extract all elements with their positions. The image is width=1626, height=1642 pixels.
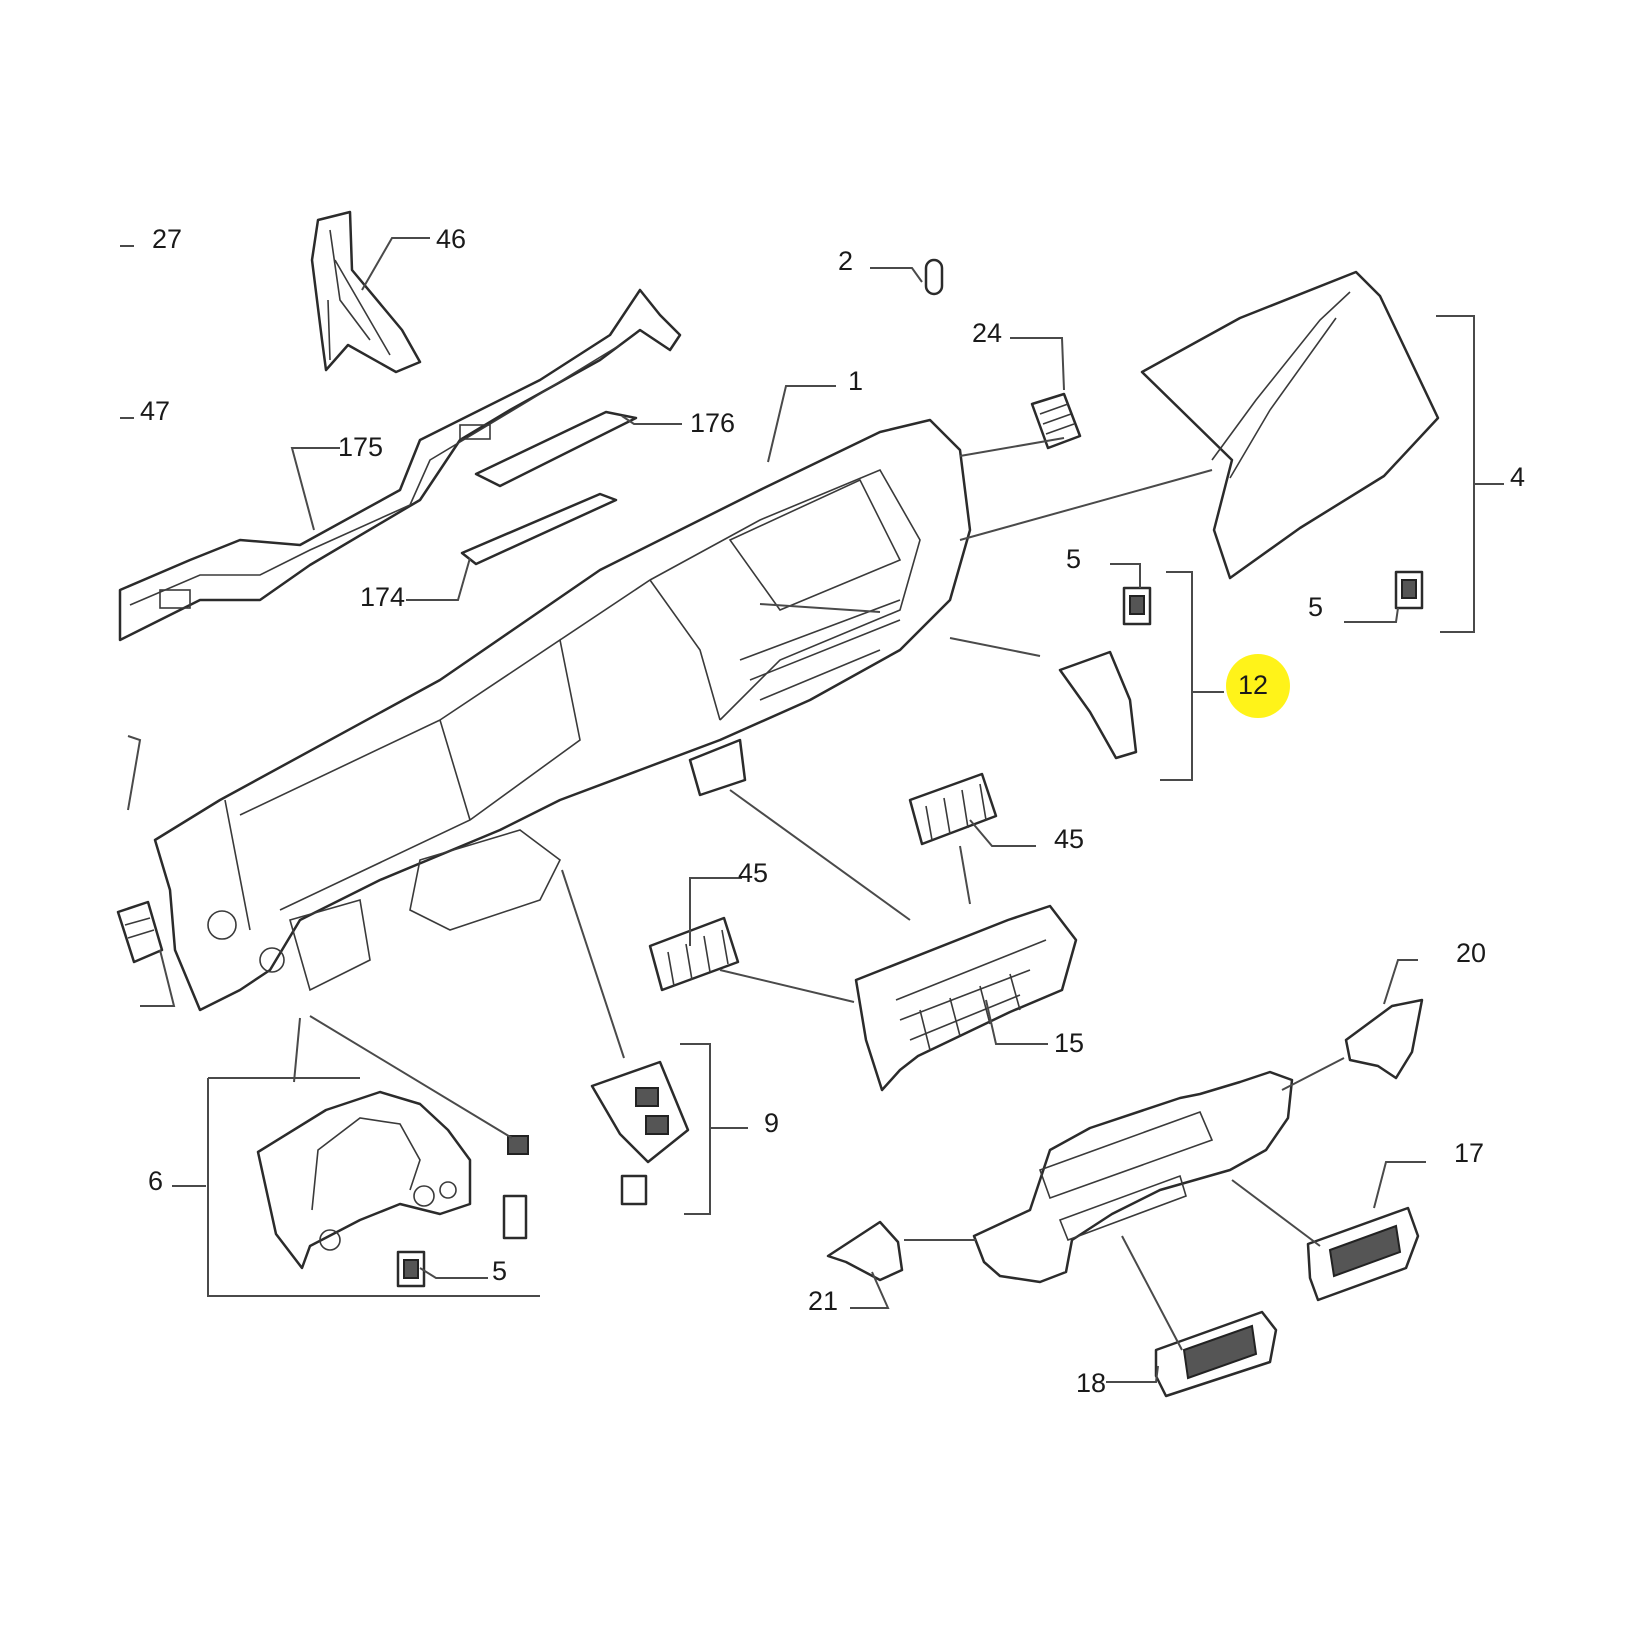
part-20-trim xyxy=(1344,998,1424,1080)
leader-lines xyxy=(120,237,1504,1383)
callout-5-top: 5 xyxy=(1066,544,1081,574)
callout-1: 1 xyxy=(848,366,863,396)
part-45-switch-pack-left xyxy=(648,916,740,992)
callout-18: 18 xyxy=(1076,1368,1106,1398)
callout-175: 175 xyxy=(338,432,383,462)
callout-21: 21 xyxy=(808,1286,838,1316)
callout-15: 15 xyxy=(1054,1028,1084,1058)
callout-5-right: 5 xyxy=(1308,592,1323,622)
callout-47: 47 xyxy=(140,396,170,426)
part-screw xyxy=(507,1135,529,1155)
callout-4: 4 xyxy=(1510,462,1525,492)
part-2-clip xyxy=(924,258,944,296)
part-5-clip-b xyxy=(1394,570,1424,610)
callout-45-left: 45 xyxy=(738,858,768,888)
part-17-climate-control xyxy=(1306,1206,1420,1302)
callout-6: 6 xyxy=(148,1166,163,1196)
callout-45-right: 45 xyxy=(1054,824,1084,854)
part-24-vent xyxy=(1030,392,1082,450)
part-left-side-vent xyxy=(116,900,164,964)
callout-24: 24 xyxy=(972,318,1002,348)
part-21-trim xyxy=(826,1220,904,1282)
part-9-switch-panel xyxy=(590,1060,690,1206)
part-1-dashboard-main xyxy=(153,418,972,1012)
callout-17: 17 xyxy=(1454,1138,1484,1168)
part-small-clip-c xyxy=(502,1194,528,1240)
callout-46: 46 xyxy=(436,224,466,254)
part-center-console-bezel xyxy=(972,1070,1294,1284)
part-174-strip xyxy=(460,492,618,566)
highlight-marker-12 xyxy=(1226,654,1290,718)
callout-176: 176 xyxy=(690,408,735,438)
part-12-cover-panel xyxy=(1058,650,1138,760)
part-45-switch-pack-right xyxy=(908,772,998,846)
part-18-radio-unit xyxy=(1154,1310,1278,1398)
part-176-strip xyxy=(474,410,638,488)
part-5-clip-c xyxy=(396,1250,426,1288)
part-175-cross-beam xyxy=(118,288,682,642)
callout-27: 27 xyxy=(152,224,182,254)
callout-20: 20 xyxy=(1456,938,1486,968)
callout-9: 9 xyxy=(764,1108,779,1138)
callout-12: 12 xyxy=(1238,670,1268,700)
part-5-clip-a xyxy=(1122,586,1152,626)
part-15-center-panel xyxy=(854,904,1078,1092)
callout-5-bottom: 5 xyxy=(492,1256,507,1286)
part-6-cluster-bezel xyxy=(256,1090,472,1270)
callout-174: 174 xyxy=(360,582,405,612)
callout-2: 2 xyxy=(838,246,853,276)
part-4-glovebox-lid xyxy=(1140,270,1440,580)
part-46-bracket xyxy=(310,210,422,374)
